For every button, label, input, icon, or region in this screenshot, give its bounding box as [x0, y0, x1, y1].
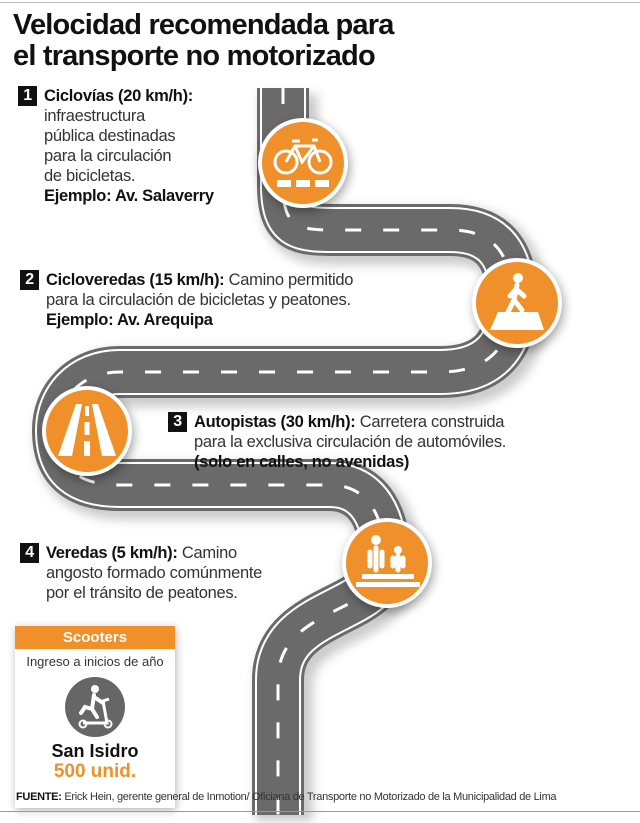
item-example: Ejemplo: Av. Salaverry [44, 187, 214, 205]
item-autopistas: 3 Autopistas (30 km/h): Carretera constr… [168, 412, 634, 472]
item-cicloveredas: 2 Cicloveredas (15 km/h): Camino permiti… [20, 270, 466, 330]
sidewalk-badge [342, 518, 432, 608]
bike-pedestrian-path-badge [472, 258, 562, 348]
item-number: 4 [20, 543, 39, 563]
item-text: angosto formado comúnmente [46, 564, 262, 582]
item-heading: Ciclovías (20 km/h): [44, 87, 193, 105]
item-text: por el tránsito de peatones. [46, 584, 238, 602]
item-text: para la circulación de bicicletas y peat… [46, 291, 351, 309]
scooter-icon [65, 677, 125, 737]
page-title: Velocidad recomendada para el transporte… [13, 10, 394, 72]
item-text: Camino [181, 544, 237, 562]
item-text: para la circulación [44, 147, 172, 165]
highway-badge [42, 386, 132, 476]
source-note: FUENTE: Erick Hein, gerente general de I… [16, 791, 557, 803]
item-text: de bicicletas. [44, 167, 136, 185]
item-ciclovias: 1 Ciclovías (20 km/h): infraestructura p… [18, 86, 254, 206]
item-text: para la exclusiva circulación de automóv… [194, 433, 507, 451]
item-number: 2 [20, 270, 39, 290]
item-note: (solo en calles, no avenidas) [194, 453, 410, 471]
item-veredas: 4 Veredas (5 km/h): Camino angosto forma… [20, 543, 336, 603]
scooters-box: Scooters Ingreso a inicios de año San Is… [15, 626, 175, 808]
source-text: Erick Hein, gerente general de Inmotion/… [64, 791, 557, 803]
title-line-2: el transporte no motorizado [13, 40, 376, 72]
bicycle-lane-badge [258, 118, 348, 208]
title-line-1: Velocidad recomendada para [13, 9, 394, 41]
pedestrian-crossing-icon [490, 273, 544, 330]
item-heading: Autopistas (30 km/h): [194, 413, 356, 431]
source-label: FUENTE: [16, 791, 62, 803]
bicycle-icon [273, 138, 333, 187]
divider [0, 811, 640, 812]
item-number: 1 [18, 86, 37, 106]
divider [0, 2, 640, 3]
highway-icon [58, 404, 116, 456]
item-text: Carretera construida [359, 413, 505, 431]
item-text: infraestructura [44, 107, 145, 125]
scooters-header: Scooters [15, 626, 175, 649]
item-text: pública destinadas [44, 127, 176, 145]
scooters-value: 500 unid. [53, 761, 137, 782]
sidewalk-pedestrians-icon [356, 535, 420, 587]
item-text: Camino permitido [228, 271, 354, 289]
scooters-place: San Isidro [51, 741, 139, 761]
item-heading: Veredas (5 km/h): [46, 544, 178, 562]
item-number: 3 [168, 412, 187, 432]
item-heading: Cicloveredas (15 km/h): [46, 271, 225, 289]
item-example: Ejemplo: Av. Arequipa [46, 311, 213, 329]
scooters-subtitle: Ingreso a inicios de año [26, 654, 164, 669]
